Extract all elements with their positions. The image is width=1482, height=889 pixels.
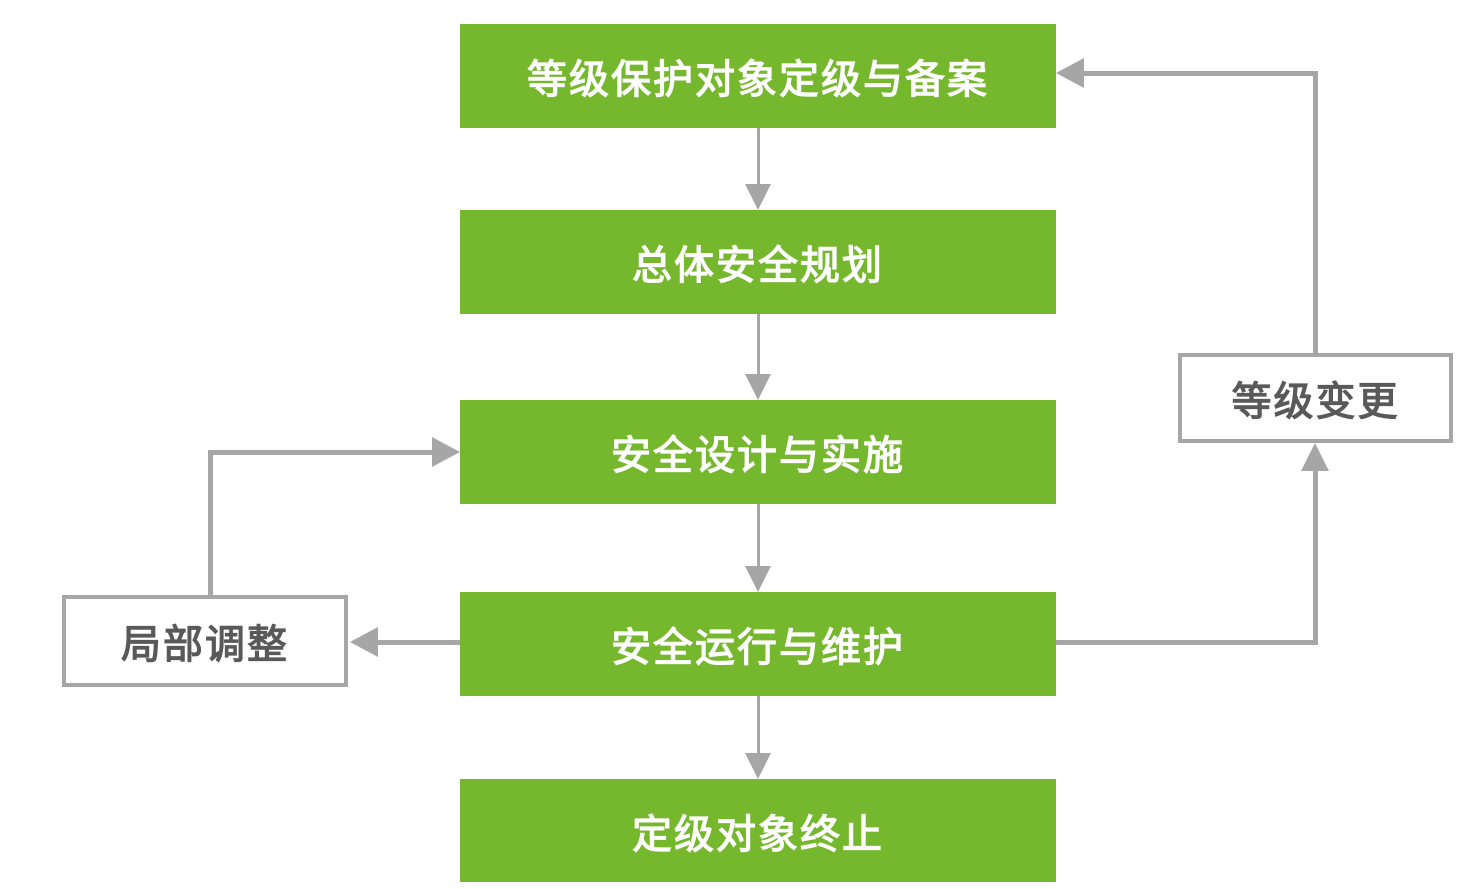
flow-node-grading-filing: 等级保护对象定级与备案 <box>460 24 1056 128</box>
connector-om-right-line <box>1056 639 1318 645</box>
connector-down-3-line <box>756 504 760 566</box>
flow-node-label: 安全设计与实施 <box>611 434 905 478</box>
arrowhead-down-2-icon <box>745 374 771 400</box>
arrowhead-down-1-icon <box>745 184 771 210</box>
connector-lc-left-line <box>1082 70 1318 76</box>
arrowhead-down-3-icon <box>745 566 771 592</box>
connector-up-to-lc-line <box>1312 469 1318 645</box>
arrowhead-up-lc-icon <box>1301 443 1329 471</box>
connector-down-2-line <box>756 314 760 374</box>
side-node-label: 等级变更 <box>1231 380 1400 424</box>
connector-pa-up-line <box>207 450 213 595</box>
flow-node-label: 定级对象终止 <box>632 812 884 857</box>
side-node-label: 局部调整 <box>121 623 289 667</box>
arrowhead-right-di-icon <box>432 437 460 467</box>
flow-node-label: 等级保护对象定级与备案 <box>527 58 989 102</box>
connector-om-to-pa-line <box>378 639 460 645</box>
side-node-partial-adjustment: 局部调整 <box>62 595 348 687</box>
flow-node-overall-planning: 总体安全规划 <box>460 210 1056 314</box>
connector-pa-right-line <box>207 449 434 455</box>
arrowhead-down-4-icon <box>745 753 771 779</box>
connector-down-4-line <box>756 696 760 753</box>
connector-down-1-line <box>756 128 760 186</box>
connector-lc-up-line <box>1312 70 1318 353</box>
flow-node-operation-maintenance: 安全运行与维护 <box>460 592 1056 696</box>
flow-node-label: 总体安全规划 <box>632 244 884 288</box>
side-node-level-change: 等级变更 <box>1178 353 1453 443</box>
arrowhead-left-pa-icon <box>350 627 378 657</box>
flow-node-label: 安全运行与维护 <box>611 626 905 670</box>
flow-node-object-termination: 定级对象终止 <box>460 779 1056 882</box>
arrowhead-left-gf-icon <box>1056 58 1084 88</box>
flow-node-design-implementation: 安全设计与实施 <box>460 400 1056 504</box>
